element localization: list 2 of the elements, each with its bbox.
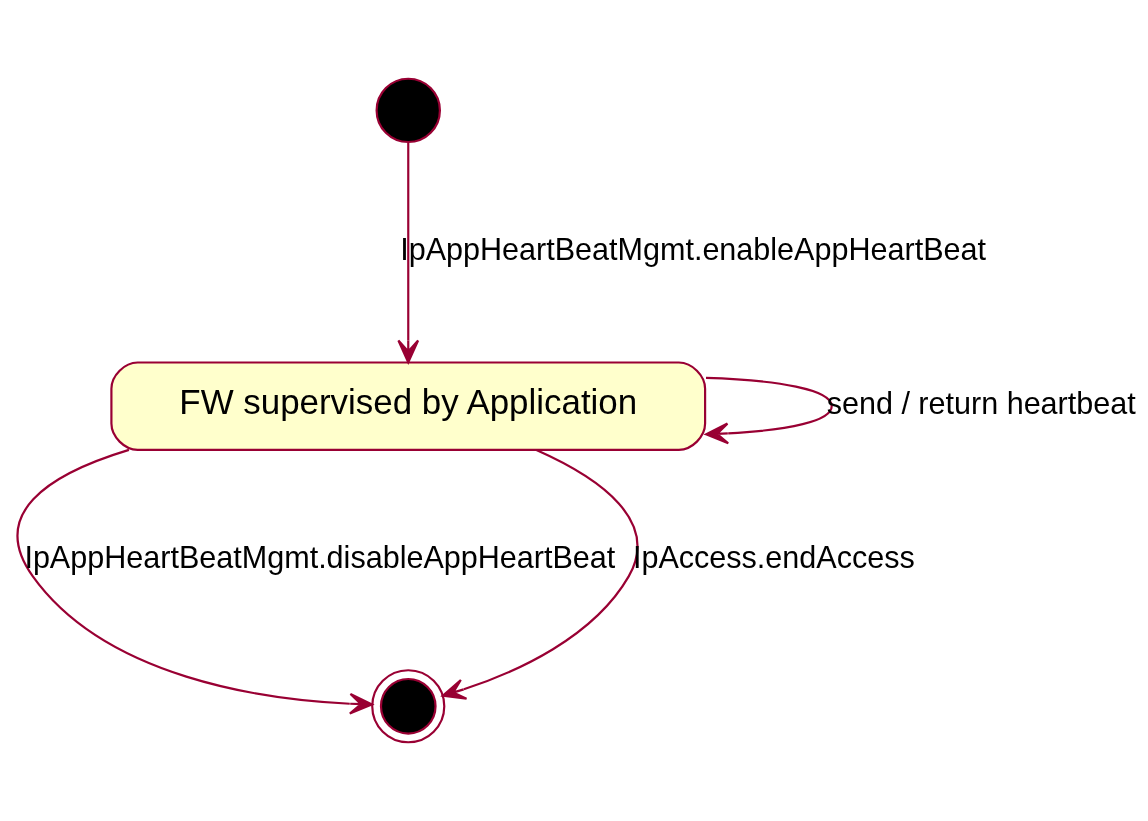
edge-label: IpAppHeartBeatMgmt.disableAppHeartBeat bbox=[24, 540, 616, 575]
edge-label: IpAccess.endAccess bbox=[632, 540, 915, 575]
